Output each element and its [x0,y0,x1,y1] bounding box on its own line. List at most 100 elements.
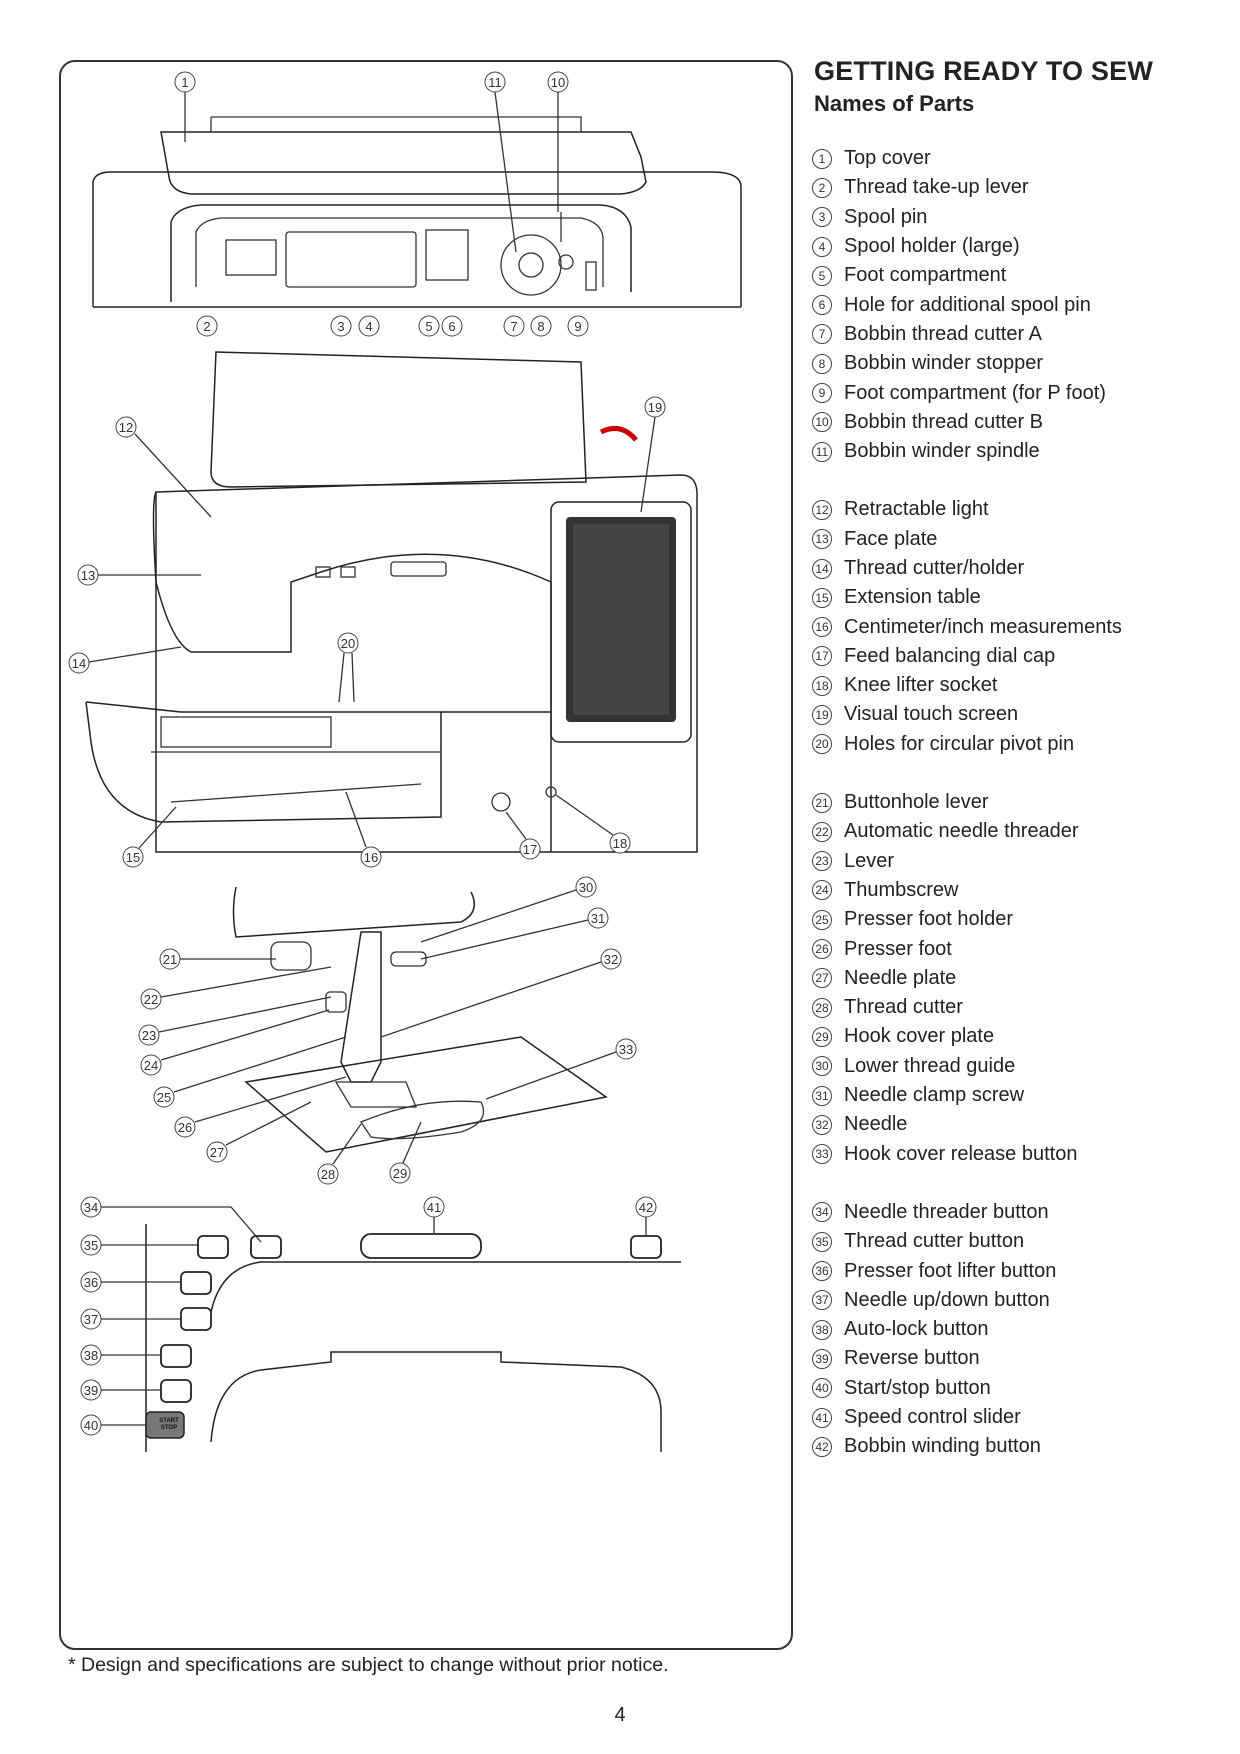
part-number: 40 [812,1378,832,1399]
svg-text:1: 1 [181,75,188,90]
machine-callouts: 12 13 14 19 20 15 16 17 18 [68,396,666,868]
part-name: Bobbin winder spindle [844,440,1040,463]
part-name: Bobbin thread cutter B [844,410,1044,433]
part-number: 12 [812,499,832,520]
part-item: 37 Needle up/down button [812,1286,1232,1315]
svg-text:6: 6 [448,319,455,334]
svg-text:22: 22 [144,992,158,1007]
svg-text:41: 41 [427,1200,441,1215]
svg-text:10: 10 [551,75,565,90]
part-number: 21 [812,792,832,813]
stop-label: STOP [160,1425,178,1431]
part-name: Thumbscrew [844,878,959,901]
part-name: Needle plate [844,966,957,989]
part-name: Centimeter/inch measurements [844,615,1122,638]
part-number: 34 [812,1202,832,1223]
part-number: 22 [812,821,832,842]
part-name: Buttonhole lever [844,791,989,814]
svg-text:39: 39 [84,1383,98,1398]
svg-text:14: 14 [72,656,86,671]
part-number: 9 [812,383,832,404]
part-name: Spool pin [844,205,928,228]
svg-text:13: 13 [81,568,95,583]
part-number: 39 [812,1348,832,1369]
svg-text:40: 40 [84,1418,98,1433]
needle-area-drawing [232,886,608,1153]
part-number: 3 [812,207,832,228]
part-name: Start/stop button [844,1376,991,1399]
part-item: 40 Start/stop button [812,1374,1232,1403]
svg-text:33: 33 [619,1042,633,1057]
part-number: 31 [812,1085,832,1106]
button-panel-drawing [145,1224,681,1452]
part-number: 37 [812,1290,832,1311]
part-number: 20 [812,734,832,755]
part-number: 18 [812,675,832,696]
part-number: 2 [812,177,832,198]
part-item: 10 Bobbin thread cutter B [812,408,1232,437]
svg-text:20: 20 [341,636,355,651]
part-name: Foot compartment [844,264,1007,287]
part-number: 14 [812,558,832,579]
part-number: 4 [812,236,832,257]
start-label: START [159,1418,179,1424]
part-number: 29 [812,1026,832,1047]
svg-text:3: 3 [337,319,344,334]
needle-area-callouts: 21 22 23 24 25 26 27 28 29 30 31 32 33 [138,876,637,1185]
part-number: 30 [812,1056,832,1077]
part-name: Auto-lock button [844,1318,989,1341]
part-number: 6 [812,295,832,316]
part-number: 23 [812,851,832,872]
page-title: GETTING READY TO SEW [814,56,1154,86]
svg-text:2: 2 [203,319,210,334]
part-name: Needle up/down button [844,1288,1050,1311]
svg-text:11: 11 [488,75,502,90]
sewing-machine-illustration: 1 11 10 2 3 4 5 6 7 8 9 [68,71,742,1452]
part-number: 38 [812,1319,832,1340]
svg-text:35: 35 [84,1238,98,1253]
part-item: 16 Centimeter/inch measurements [812,612,1232,641]
part-name: Needle [844,1113,908,1136]
part-number: 10 [812,412,832,433]
part-item: 30 Lower thread guide [812,1052,1232,1081]
part-name: Bobbin winding button [844,1435,1041,1458]
svg-text:16: 16 [364,850,378,865]
svg-text:27: 27 [210,1145,224,1160]
part-item: 21 Buttonhole lever [812,788,1232,817]
part-name: Holes for circular pivot pin [844,732,1075,755]
svg-text:17: 17 [523,842,537,857]
part-number: 7 [812,324,832,345]
svg-text:4: 4 [365,319,372,334]
part-number: 32 [812,1114,832,1135]
part-number: 16 [812,617,832,638]
svg-text:34: 34 [84,1200,98,1215]
part-name: Extension table [844,586,981,609]
top-view-callouts: 1 11 10 2 3 4 5 6 7 8 9 [174,71,589,337]
part-name: Spool holder (large) [844,235,1020,258]
part-name: Lower thread guide [844,1054,1016,1077]
svg-text:19: 19 [648,400,662,415]
part-number: 41 [812,1407,832,1428]
svg-text:37: 37 [84,1312,98,1327]
part-number: 11 [812,441,832,462]
part-item: 4 Spool holder (large) [812,232,1232,261]
